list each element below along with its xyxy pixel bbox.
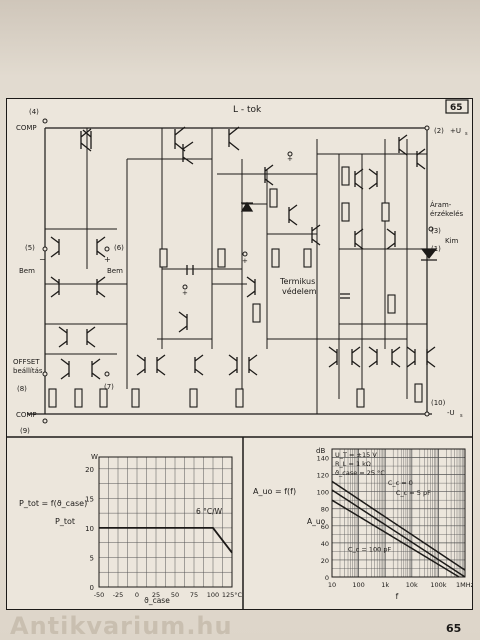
transistors xyxy=(50,126,436,380)
condition-text: ϑ_case = 25 °C xyxy=(335,469,385,477)
y-tick-label: 5 xyxy=(90,554,94,562)
y-tick-label: 10 xyxy=(85,525,94,533)
pin-2-sub: s xyxy=(465,131,468,137)
y-tick-label: 80 xyxy=(321,506,329,514)
plus-mark-2: + xyxy=(287,155,293,163)
pin-3-num: (3) xyxy=(431,227,441,235)
pin-10-num: (10) xyxy=(431,399,446,407)
current-label-2: érzékelés xyxy=(430,210,464,218)
x-axis-label: ϑ_case xyxy=(144,596,170,605)
series-label: C_c = 5 pF xyxy=(396,489,431,497)
y-tick-label: 60 xyxy=(321,523,329,531)
datasheet-card: L - tok 65 xyxy=(6,98,473,610)
circuit-schematic: L - tok 65 xyxy=(7,99,472,609)
series-line xyxy=(331,480,466,571)
y-axis-label: A_uo xyxy=(307,517,326,526)
x-tick-label: 100 xyxy=(207,591,219,599)
pin-5-num: (5) xyxy=(25,244,35,252)
y-tick-label: 0 xyxy=(325,574,329,582)
capacitors-diodes xyxy=(186,201,438,299)
x-tick-label: 125°C xyxy=(222,591,243,599)
pin-8-num: (8) xyxy=(17,385,27,393)
x-tick-label: 1k xyxy=(381,581,389,589)
series-line xyxy=(331,489,466,578)
x-tick-label: -50 xyxy=(94,591,105,599)
series-label: C_c = 0 xyxy=(388,479,413,487)
x-tick-label: 10 xyxy=(328,581,336,589)
pin-6-num: (6) xyxy=(114,244,124,252)
page-number: 65 xyxy=(446,622,462,635)
pin-9-num: (9) xyxy=(20,427,30,435)
y-tick-label: 100 xyxy=(317,489,329,497)
pin-2-label: +U xyxy=(450,127,461,135)
plus-mark-1: + xyxy=(182,289,188,297)
x-tick-label: 100 xyxy=(352,581,364,589)
condition-text: R_L = 1 kΩ xyxy=(335,460,371,468)
pin-circles xyxy=(42,118,434,424)
y-tick-label: 20 xyxy=(85,466,94,474)
y-tick-label: 15 xyxy=(85,495,94,503)
x-tick-label: 25 xyxy=(152,591,160,599)
open-loop-gain-chart: 0 20 40 60 80 100 120 140 10 100 1k 10k 100k 1MHz dB A_… xyxy=(253,447,472,601)
pin-3-label: Kim xyxy=(445,237,459,245)
chart-title: A_uo = f(f) xyxy=(253,487,296,496)
pin-7-num: (7) xyxy=(104,383,114,391)
x-tick-label: 50 xyxy=(171,591,179,599)
offset-label-1: OFFSET xyxy=(13,358,40,366)
y-tick-label: 40 xyxy=(321,540,329,548)
y-axis-label: P_tot xyxy=(55,517,75,526)
header-title: L - tok xyxy=(233,105,262,115)
pin-10-sub: s xyxy=(460,413,463,419)
pin-4-label: COMP xyxy=(16,124,37,132)
offset-label-2: beállítás xyxy=(13,367,43,375)
series-label: C_c = 100 pF xyxy=(348,545,392,553)
thermal-label-2: védelem xyxy=(282,286,317,296)
inv-sign: − xyxy=(39,255,46,264)
condition-text: U_T = ±15 V xyxy=(335,451,377,459)
derating-annotation: 6 °C/W xyxy=(196,507,223,516)
noninv-sign: + xyxy=(104,255,111,264)
pin-2-num: (2) xyxy=(434,127,444,135)
chart-title: P_tot = f(ϑ_case) xyxy=(19,499,87,508)
resistors xyxy=(48,166,423,408)
x-tick-label: -25 xyxy=(113,591,124,599)
pin-4-num: (4) xyxy=(29,108,39,116)
thermal-label-1: Termikus xyxy=(279,277,315,286)
box-number: 65 xyxy=(450,103,463,113)
series-line xyxy=(331,499,460,578)
x-tick-label: 100k xyxy=(430,581,446,589)
pin-1-num: (1) xyxy=(431,245,441,253)
y-tick-label: 140 xyxy=(317,455,329,463)
y-tick-label: 120 xyxy=(317,472,329,480)
x-axis-label: f xyxy=(396,592,399,601)
box-number-frame xyxy=(445,99,469,114)
y-tick-label: 0 xyxy=(90,584,94,592)
watermark: Antikvarium.hu xyxy=(10,612,233,640)
pin-10-label: -U xyxy=(447,409,455,417)
y-tick-label: 20 xyxy=(321,557,329,565)
plus-mark-3: + xyxy=(242,257,248,265)
x-tick-label: 10k xyxy=(406,581,418,589)
current-label-1: Áram- xyxy=(430,200,452,209)
plot-frame xyxy=(98,456,233,588)
circuit-wiring xyxy=(45,128,427,414)
series-line xyxy=(99,527,233,554)
x-tick-label: 75 xyxy=(190,591,198,599)
power-rails xyxy=(27,127,432,415)
plot-frame xyxy=(331,448,466,578)
x-tick-label: 0 xyxy=(135,591,139,599)
pin-5-label: Bem xyxy=(19,267,35,275)
pin-6-label: Bem xyxy=(107,267,123,275)
y-unit: W xyxy=(91,453,98,461)
pin-9-label: COMP xyxy=(16,411,37,419)
y-unit: dB xyxy=(316,447,325,455)
x-tick-label: 1MHz xyxy=(456,581,472,589)
